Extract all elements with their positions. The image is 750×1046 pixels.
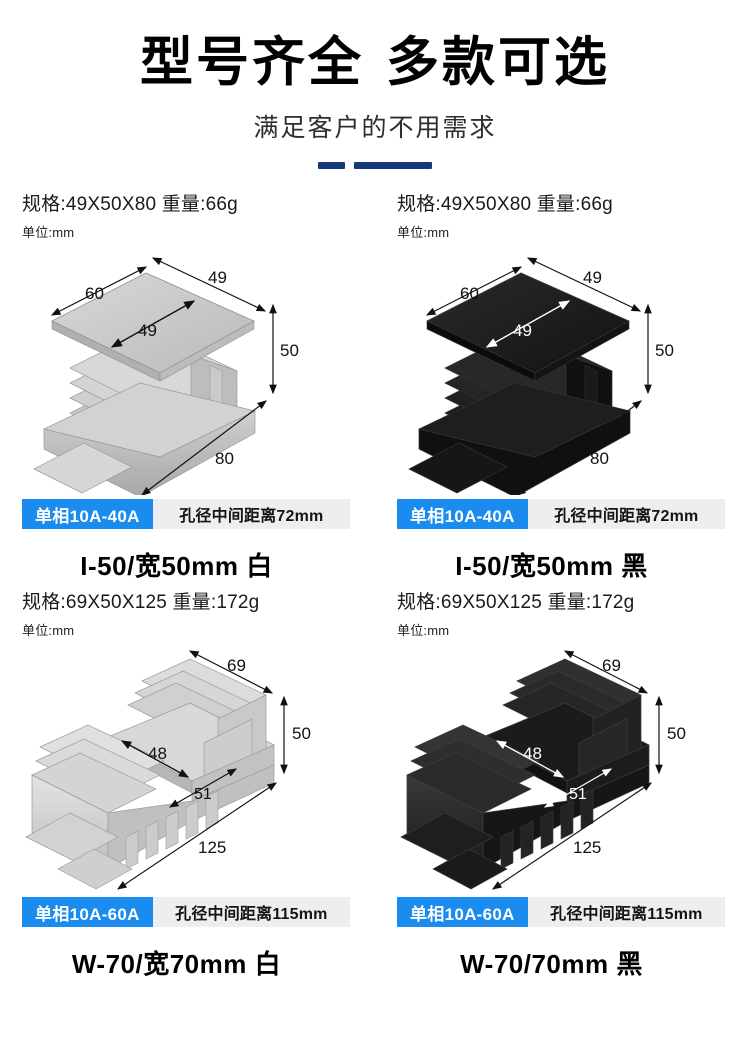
unit-text: 单位:mm [397, 623, 450, 639]
product-card-i50-black[interactable]: 规格:49X50X80 重量:66g 单位:mm [375, 189, 750, 583]
unit-text: 单位:mm [397, 225, 450, 241]
dim-125: 125 [198, 838, 226, 857]
dim-49-face: 49 [513, 321, 532, 340]
heatsink-illustration-w70-white: 69 50 48 51 125 [22, 641, 353, 893]
page-title: 型号齐全多款可选 [0, 34, 750, 91]
divider-segment-long [354, 162, 432, 170]
dim-48: 48 [148, 744, 167, 763]
product-card-i50-white[interactable]: 规格:49X50X80 重量:66g 单位:mm [0, 189, 375, 583]
dim-50: 50 [280, 341, 299, 360]
dim-69: 69 [602, 656, 621, 675]
dim-80: 80 [590, 449, 609, 468]
badge-current: 单相10A-60A [22, 897, 153, 928]
dim-60: 60 [85, 284, 104, 303]
badge-current: 单相10A-60A [397, 897, 528, 928]
unit-text: 单位:mm [22, 225, 75, 241]
badge-row: 单相10A-40A 孔径中间距离72mm [22, 499, 350, 530]
badge-current: 单相10A-40A [22, 499, 153, 530]
divider [315, 162, 435, 170]
badge-hole-distance: 孔径中间距离72mm [152, 499, 350, 530]
card-title: W-70/70mm 黑 [460, 949, 643, 980]
heatsink-illustration-i50-black: 60 49 49 50 80 [397, 243, 728, 496]
card-title: W-70/宽70mm 白 [71, 949, 282, 980]
headline-part-1: 型号齐全 [140, 33, 364, 92]
dim-51: 51 [194, 786, 212, 803]
dim-48: 48 [523, 744, 542, 763]
divider-segment-short [318, 162, 345, 170]
dim-80: 80 [215, 449, 234, 468]
dim-50: 50 [667, 724, 686, 743]
dim-125: 125 [573, 838, 601, 857]
unit-text: 单位:mm [22, 623, 75, 639]
header: 型号齐全多款可选 满足客户的不用需求 [0, 0, 750, 170]
product-grid: 规格:49X50X80 重量:66g 单位:mm [0, 189, 750, 981]
dim-50: 50 [292, 724, 311, 743]
card-title: I-50/宽50mm 白 [80, 551, 273, 582]
spec-text: 规格:69X50X125 重量:172g [22, 592, 260, 614]
dim-69: 69 [227, 656, 246, 675]
dim-49-top: 49 [208, 268, 227, 287]
badge-current: 单相10A-40A [397, 499, 528, 530]
badge-row: 单相10A-60A 孔径中间距离115mm [397, 897, 725, 928]
badge-hole-distance: 孔径中间距离115mm [152, 897, 350, 928]
spec-text: 规格:69X50X125 重量:172g [397, 592, 635, 614]
card-title: I-50/宽50mm 黑 [455, 551, 648, 582]
spec-text: 规格:49X50X80 重量:66g [397, 194, 613, 216]
page-subtitle: 满足客户的不用需求 [253, 114, 497, 143]
heatsink-illustration-i50-white: 60 49 49 50 80 [22, 243, 353, 496]
dim-50: 50 [655, 341, 674, 360]
dim-49-face: 49 [138, 321, 157, 340]
heatsink-illustration-w70-black: 69 50 48 51 125 [397, 641, 728, 893]
product-card-w70-white[interactable]: 规格:69X50X125 重量:172g 单位:mm [0, 583, 375, 981]
product-card-w70-black[interactable]: 规格:69X50X125 重量:172g 单位:mm [375, 583, 750, 981]
dim-51: 51 [569, 786, 587, 803]
dim-60: 60 [460, 284, 479, 303]
badge-row: 单相10A-60A 孔径中间距离115mm [22, 897, 350, 928]
badge-hole-distance: 孔径中间距离115mm [527, 897, 725, 928]
dim-49-top: 49 [583, 268, 602, 287]
badge-hole-distance: 孔径中间距离72mm [527, 499, 725, 530]
spec-text: 规格:49X50X80 重量:66g [22, 194, 238, 216]
headline-part-2: 多款可选 [386, 33, 610, 92]
badge-row: 单相10A-40A 孔径中间距离72mm [397, 499, 725, 530]
